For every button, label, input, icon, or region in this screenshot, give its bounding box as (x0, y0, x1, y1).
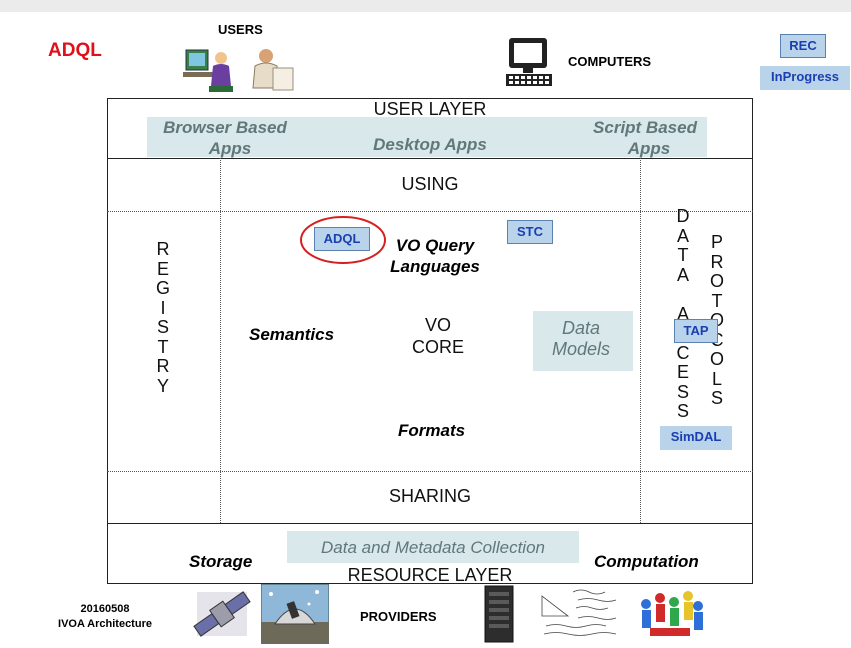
desktop-apps-label: Desktop Apps (373, 135, 487, 154)
computer-icon (506, 38, 552, 86)
resource-layer-title: RESOURCE LAYER (347, 565, 513, 585)
protocols-letter: T (711, 290, 723, 311)
using-label: USING (401, 174, 459, 194)
protocols-letter: P (710, 232, 723, 252)
data-access-letter: A (676, 264, 689, 285)
inprogress-status-badge: InProgress (760, 66, 850, 90)
vo-core-label: VO CORE (388, 314, 488, 358)
browser-apps-label: Browser Based Apps (150, 117, 300, 159)
footer-date: 20160508 (80, 603, 130, 615)
protocols-letter: O (709, 349, 724, 369)
using-divider (107, 211, 753, 212)
sharing-divider (107, 471, 753, 472)
data-access-letter: D (676, 206, 690, 226)
footer-doc: IVOA Architecture (58, 618, 152, 630)
semantics-label: Semantics (249, 325, 335, 344)
registry-letter: R (156, 356, 170, 376)
registry-letter: E (156, 258, 169, 279)
vo-query-line1: VO Query (395, 236, 475, 255)
protocols-letter: R (710, 251, 724, 272)
data-models-label: Data Models (533, 318, 629, 360)
protocols-letter: L (711, 368, 722, 389)
adql-highlight-circle (300, 216, 386, 264)
vo-query-line2: Languages (390, 257, 480, 276)
users-clipart-icon (183, 49, 294, 92)
protocols-divider (640, 158, 641, 523)
registry-letter: G (155, 278, 170, 298)
resource-layer-divider (107, 523, 753, 524)
data-access-letter: S (676, 381, 689, 402)
satellite-icon (193, 591, 251, 637)
rec-status-badge: REC (780, 34, 826, 58)
protocols-letter: S (710, 388, 723, 408)
computers-label: COMPUTERS (568, 54, 652, 69)
user-layer-band (147, 117, 707, 157)
vo-query-languages-label: VO Query Languages (375, 235, 495, 277)
data-models-line2: Models (551, 339, 611, 359)
registry-letter: Y (156, 375, 169, 396)
teamwork-puzzle-icon (641, 591, 703, 636)
users-label: USERS (218, 22, 263, 37)
registry-letter: T (157, 336, 169, 357)
vo-core-line1: VO (424, 315, 451, 335)
storage-label: Storage (189, 552, 253, 571)
registry-letter: R (156, 239, 170, 259)
browser-apps-line2: Apps (208, 139, 252, 158)
registry-letter: I (160, 297, 166, 318)
script-apps-line2: Apps (627, 139, 671, 158)
sharing-label: SHARING (388, 486, 471, 506)
script-apps-label: Script Based Apps (570, 117, 720, 159)
data-access-letter: E (676, 362, 689, 382)
page-title: ADQL (48, 40, 102, 61)
data-models-line1: Data (561, 318, 601, 338)
protocols-letter: O (709, 271, 724, 291)
data-metadata-collection-label: Data and Metadata Collection (321, 538, 545, 557)
browser-apps-line1: Browser Based (163, 118, 287, 137)
user-layer-divider (107, 158, 753, 159)
formats-label: Formats (398, 421, 466, 440)
registry-divider (220, 158, 221, 523)
data-models-box (533, 311, 633, 371)
providers-label: PROVIDERS (360, 609, 437, 624)
top-strip (0, 0, 851, 12)
registry-letter: S (156, 317, 169, 337)
stc-badge[interactable]: STC (507, 220, 553, 244)
observatory-icon (261, 584, 329, 644)
registry-label: R E G I S T R Y (153, 239, 173, 396)
simdal-badge[interactable]: SimDAL (660, 426, 732, 450)
data-access-letter (673, 285, 693, 305)
server-icon (484, 585, 514, 643)
math-formulas-icon (538, 586, 628, 644)
data-access-letter: C (676, 342, 690, 363)
tap-badge[interactable]: TAP (674, 319, 718, 343)
adql-badge[interactable]: ADQL (314, 227, 370, 251)
architecture-frame (107, 98, 753, 584)
computation-label: Computation (594, 552, 699, 571)
data-access-letter: T (677, 245, 689, 265)
data-access-letter: A (676, 303, 689, 324)
user-layer-title: USER LAYER (373, 99, 487, 119)
script-apps-line1: Script Based (593, 118, 697, 137)
collection-band (287, 531, 579, 563)
data-access-letter: A (676, 225, 689, 246)
data-access-label: D A T A A C C E S S (673, 206, 693, 422)
vo-core-line2: CORE (411, 337, 464, 357)
data-access-letter: S (676, 401, 689, 421)
